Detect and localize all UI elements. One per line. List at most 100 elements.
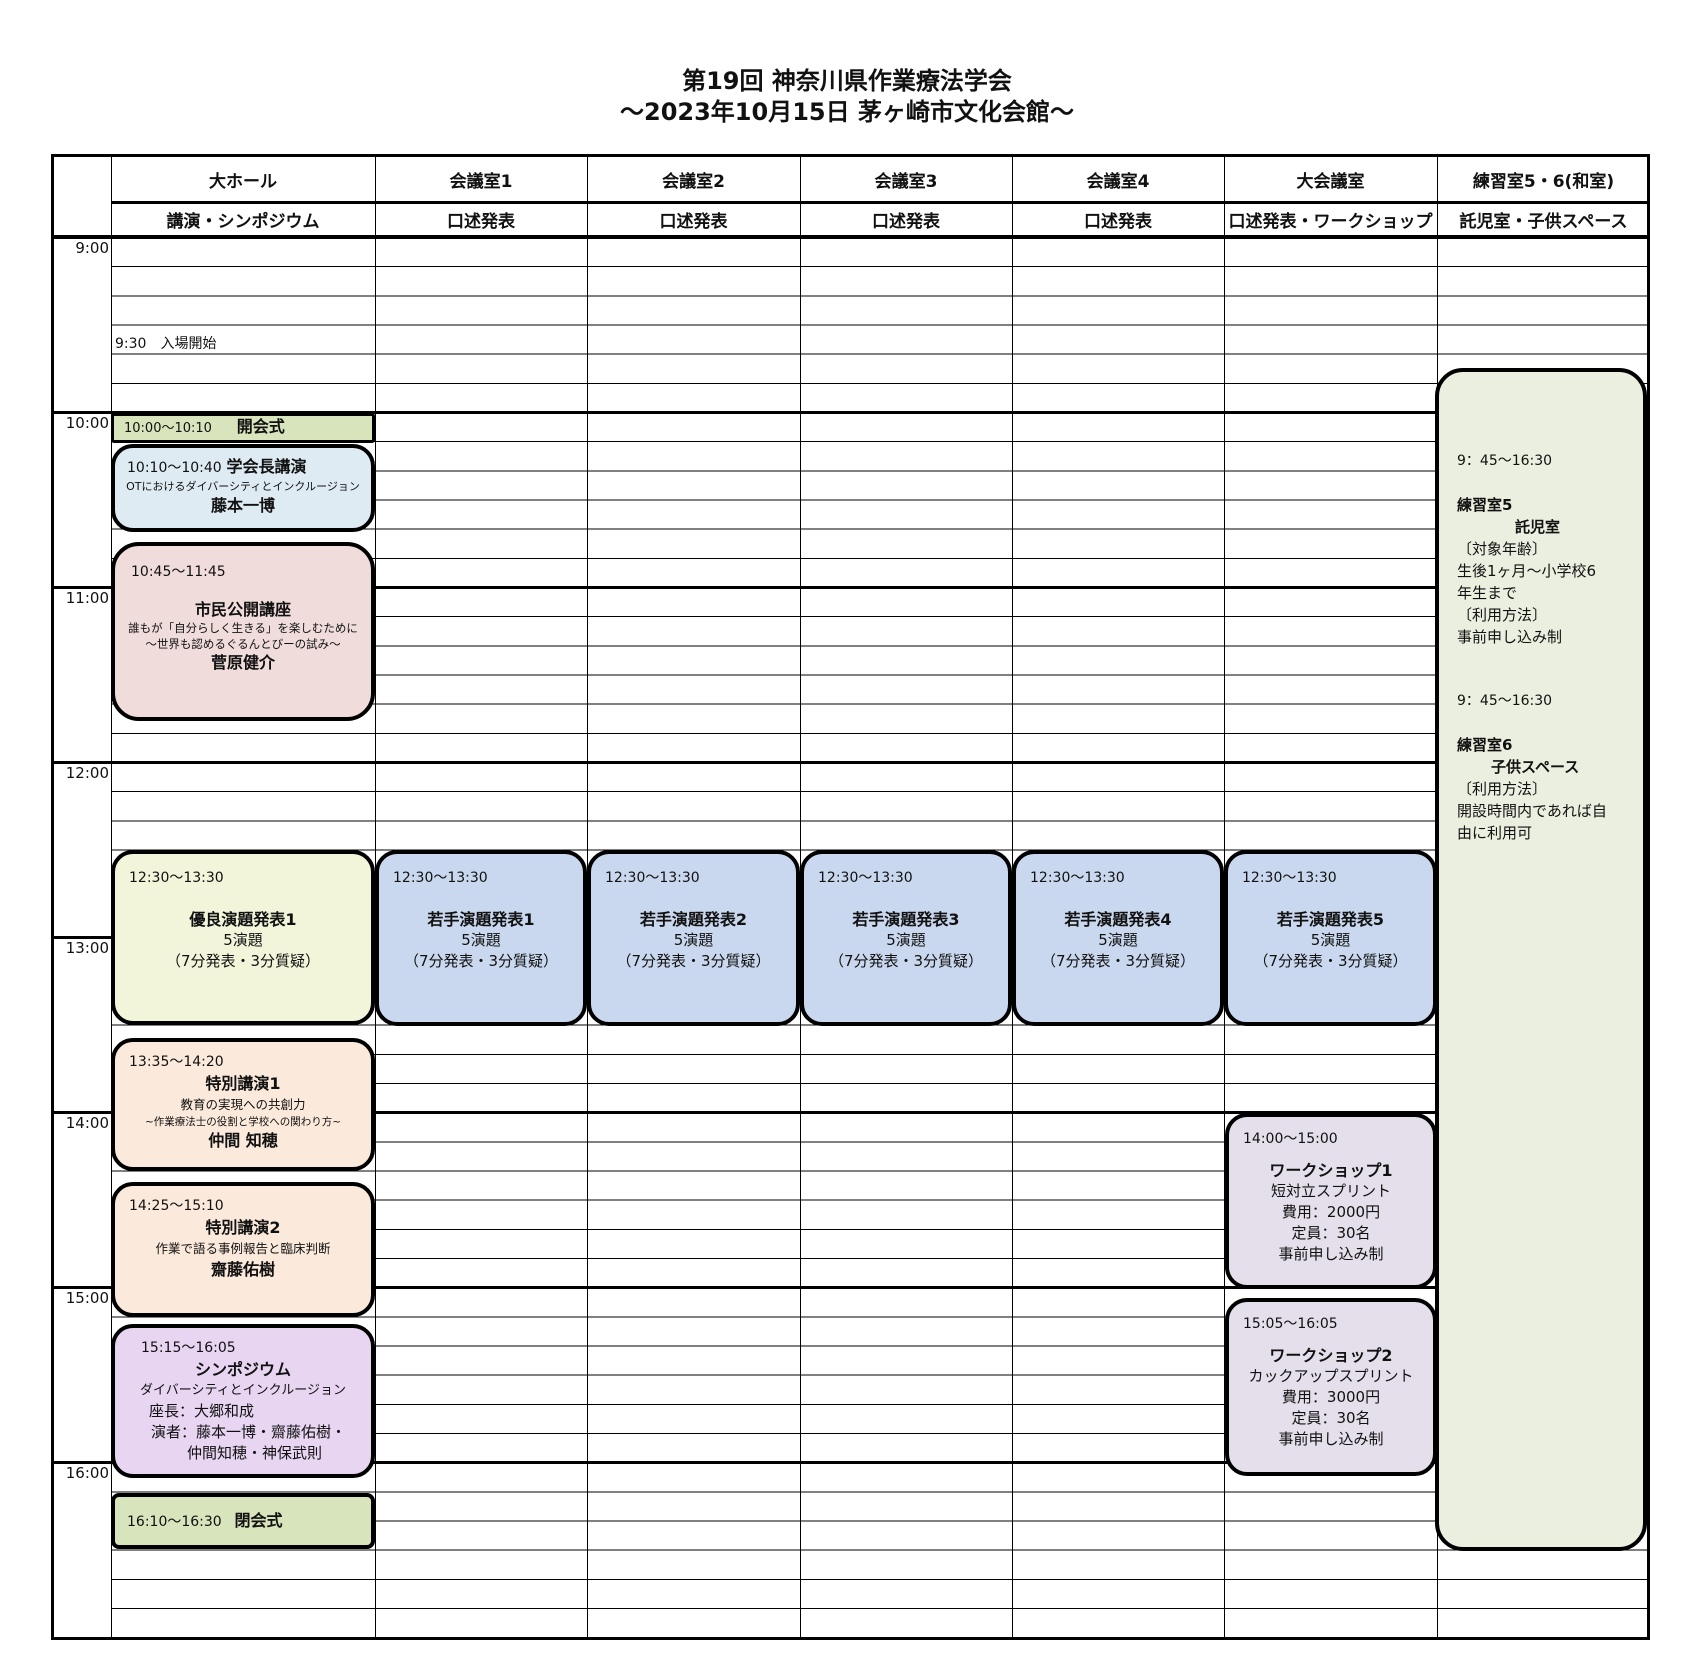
event-opening-ceremony[interactable]: 10:00〜10:10 開会式 <box>111 413 375 443</box>
room-use-header: 口述発表 <box>1084 212 1152 232</box>
time-label: 9:00 <box>75 239 109 257</box>
room-header: 大会議室 <box>1296 171 1365 192</box>
event-special-lecture-1[interactable]: 13:35〜14:20 特別講演1 教育の実現への共創力 ~作業療法士の役割と学… <box>111 1038 375 1171</box>
room-header: 大ホール <box>209 171 277 192</box>
event-count: 5演題 <box>1098 931 1138 949</box>
event-young-presentation-4[interactable]: 12:30〜13:30 若手演題発表4 5演題 （7分発表・3分質疑） <box>1012 850 1224 1026</box>
event-practice-rooms[interactable]: 9：45〜16:30 練習室5 託児室 〔対象年齢〕 生後1ヶ月〜小学校6 年生… <box>1435 368 1647 1551</box>
room-header: 会議室4 <box>1086 171 1150 192</box>
event-subtitle: OTにおけるダイバーシティとインクルージョン <box>126 480 360 493</box>
hour-line <box>51 1461 1650 1464</box>
event-time: 12:30〜13:30 <box>393 870 488 886</box>
room-use-header: 口述発表 <box>872 212 940 232</box>
event-closing-ceremony[interactable]: 16:10〜16:30 閉会式 <box>111 1493 375 1549</box>
time-label: 16:00 <box>65 1464 109 1482</box>
event-capacity: 定員：30名 <box>1291 1409 1371 1427</box>
room-header: 練習室5・6(和室) <box>1472 171 1615 192</box>
event-workshop-2[interactable]: 15:05〜16:05 ワークショップ2 カックアップスプリント 費用：3000… <box>1225 1298 1437 1476</box>
time-label: 13:00 <box>65 939 109 957</box>
event-time: 10:10〜10:40 <box>127 460 222 476</box>
event-president-lecture[interactable]: 10:10〜10:40 学会長講演 OTにおけるダイバーシティとインクルージョン… <box>111 444 375 532</box>
time-label: 14:00 <box>65 1114 109 1132</box>
event-chair: 座長：大郷和成 <box>149 1402 255 1420</box>
room-use-header: 託児室・子供スペース <box>1459 212 1628 232</box>
event-subtitle: 短対立スプリント <box>1270 1182 1391 1200</box>
event-time: 12:30〜13:30 <box>1030 870 1125 886</box>
hour-line <box>51 761 1650 764</box>
event-young-presentation-3[interactable]: 12:30〜13:30 若手演題発表3 5演題 （7分発表・3分質疑） <box>800 850 1012 1026</box>
event-excellent-presentation[interactable]: 12:30〜13:30 優良演題発表1 5演題 （7分発表・3分質疑） <box>111 850 375 1025</box>
event-subtitle: カックアップスプリント <box>1248 1367 1414 1385</box>
event-title: 優良演題発表1 <box>189 910 297 929</box>
event-format: （7分発表・3分質疑） <box>616 952 771 970</box>
event-speaker: 菅原健介 <box>210 653 275 672</box>
time-label: 12:00 <box>65 764 109 782</box>
event-title: 開会式 <box>236 417 285 436</box>
event-time: 14:00〜15:00 <box>1243 1131 1338 1147</box>
info-line: 年生まで <box>1457 584 1518 602</box>
event-young-presentation-1[interactable]: 12:30〜13:30 若手演題発表1 5演題 （7分発表・3分質疑） <box>375 850 587 1026</box>
room-use-header: 口述発表 <box>659 212 728 232</box>
event-count: 5演題 <box>886 931 926 949</box>
event-young-presentation-5[interactable]: 12:30〜13:30 若手演題発表5 5演題 （7分発表・3分質疑） <box>1224 850 1437 1026</box>
event-title: 学会長講演 <box>226 457 307 476</box>
event-time: 10:00〜10:10 <box>124 421 212 436</box>
hour-line <box>51 1286 1650 1289</box>
event-count: 5演題 <box>673 931 714 949</box>
info-line: 開設時間内であれば自 <box>1457 802 1607 820</box>
event-format: （7分発表・3分質疑） <box>1040 952 1196 970</box>
event-title: 若手演題発表5 <box>1276 910 1385 929</box>
room-header: 会議室1 <box>449 171 513 192</box>
info-line: 由に利用可 <box>1457 824 1533 842</box>
event-title: 若手演題発表3 <box>852 910 960 929</box>
entrance-open-note: 9:30 入場開始 <box>115 336 217 352</box>
event-speaker: 仲間 知穂 <box>208 1131 278 1150</box>
event-subtitle: 作業で語る事例報告と臨床判断 <box>155 1241 331 1256</box>
room-use-header: 講演・シンポジウム <box>166 212 320 232</box>
room-use: 託児室 <box>1515 518 1561 536</box>
event-format: （7分発表・3分質疑） <box>403 952 559 970</box>
room-use-header: 口述発表 <box>447 212 515 232</box>
event-count: 5演題 <box>461 931 501 949</box>
event-time: 12:30〜13:30 <box>129 870 224 886</box>
page-title: 第19回 神奈川県作業療法学会 <box>682 67 1012 95</box>
hour-line <box>51 411 1650 414</box>
event-speakers: 仲間知穂・神保武則 <box>187 1444 323 1462</box>
event-subtitle: 教育の実現への共創力 <box>180 1097 306 1112</box>
event-time: 14:25〜15:10 <box>129 1198 224 1214</box>
hour-line <box>51 1111 1650 1114</box>
event-time: 10:45〜11:45 <box>131 564 226 580</box>
event-count: 5演題 <box>223 931 263 949</box>
event-subtitle: ~作業療法士の役割と学校への関わり方~ <box>144 1116 342 1128</box>
event-time: 16:10〜16:30 <box>127 1514 222 1530</box>
event-registration: 事前申し込み制 <box>1278 1430 1384 1448</box>
info-line: 事前申し込み制 <box>1457 628 1563 646</box>
page-subtitle: 〜2023年10月15日 茅ヶ崎市文化会館〜 <box>620 98 1074 126</box>
event-time: 15:15〜16:05 <box>141 1340 236 1356</box>
time-label: 11:00 <box>65 589 109 607</box>
room-header: 会議室2 <box>662 171 725 192</box>
event-special-lecture-2[interactable]: 14:25〜15:10 特別講演2 作業で語る事例報告と臨床判断 齋藤佑樹 <box>111 1182 375 1317</box>
event-young-presentation-2[interactable]: 12:30〜13:30 若手演題発表2 5演題 （7分発表・3分質疑） <box>587 850 800 1026</box>
event-public-lecture[interactable]: 10:45〜11:45 市民公開講座 誰もが「自分らしく生きる」を楽しむために … <box>111 542 375 721</box>
event-fee: 費用：2000円 <box>1281 1203 1381 1221</box>
event-subtitle: 誰もが「自分らしく生きる」を楽しむために <box>128 621 358 635</box>
event-workshop-1[interactable]: 14:00〜15:00 ワークショップ1 短対立スプリント 費用：2000円 定… <box>1225 1113 1437 1289</box>
info-line: 〔利用方法〕 <box>1457 780 1548 798</box>
event-fee: 費用：3000円 <box>1281 1388 1381 1406</box>
header-divider <box>111 201 1647 204</box>
event-title: ワークショップ2 <box>1269 1346 1393 1365</box>
event-time: 13:35〜14:20 <box>129 1054 224 1070</box>
event-registration: 事前申し込み制 <box>1278 1245 1384 1263</box>
room-use: 子供スペース <box>1491 758 1580 776</box>
event-subtitle: ダイバーシティとインクルージョン <box>139 1383 347 1398</box>
event-symposium[interactable]: 15:15〜16:05 シンポジウム ダイバーシティとインクルージョン 座長：大… <box>111 1324 375 1478</box>
event-time: 12:30〜13:30 <box>605 870 700 886</box>
event-time: 9：45〜16:30 <box>1457 693 1553 709</box>
event-time: 12:30〜13:30 <box>1242 870 1337 886</box>
event-title: 若手演題発表1 <box>427 910 535 929</box>
info-line: 生後1ヶ月〜小学校6 <box>1457 562 1597 580</box>
info-line: 〔利用方法〕 <box>1457 606 1548 624</box>
event-format: （7分発表・3分質疑） <box>165 952 321 970</box>
event-format: （7分発表・3分質疑） <box>1253 952 1408 970</box>
